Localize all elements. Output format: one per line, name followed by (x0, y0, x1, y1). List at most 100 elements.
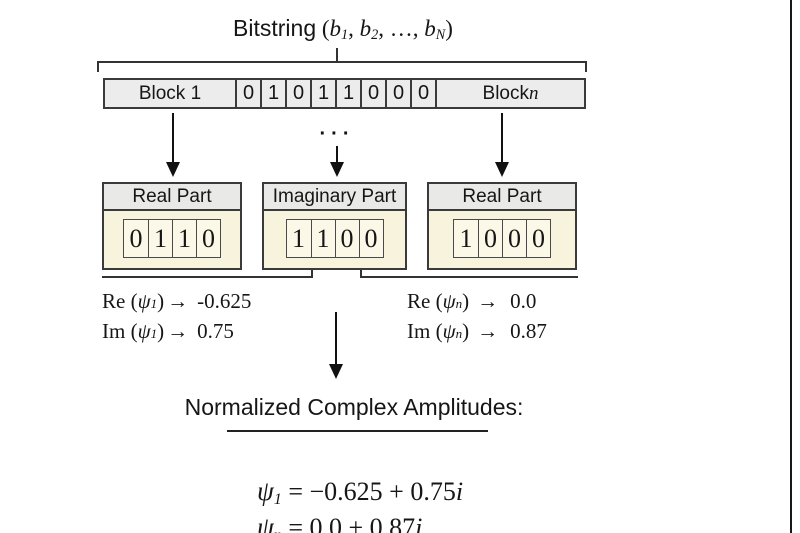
imaginary-part-box: Imaginary Part 1 1 0 0 (262, 182, 407, 270)
fn-label: Re (102, 288, 131, 313)
group-brace-psi1 (102, 270, 313, 278)
imaginary-part-header: Imaginary Part (264, 184, 405, 211)
psi-symbol: ψ (257, 512, 274, 533)
blockn-var: n (528, 82, 539, 104)
real-part-n-body: 1 0 0 0 (429, 211, 575, 266)
psi1-equation: ψ1 = −0.625 + 0.75i (231, 446, 463, 533)
bit-cell: 1 (148, 220, 172, 257)
title-close-paren: ) (445, 16, 453, 41)
real-part-n-header: Real Part (429, 184, 575, 211)
psi-subscript: 1 (150, 325, 158, 341)
down-arrow-bottom-head (329, 364, 343, 379)
bit-cell: 0 (478, 220, 502, 257)
close-paren: ) (157, 318, 165, 343)
bit-cell: 1 (335, 80, 360, 107)
title-b2-sub: 2 (371, 27, 379, 44)
down-arrow-left-head (166, 162, 180, 177)
real-part-box-n: Real Part 1 0 0 0 (427, 182, 577, 270)
block1-cell: Block 1 (138, 82, 202, 104)
bit-cell: 1 (260, 80, 285, 107)
arrow-glyph: → (477, 288, 499, 313)
down-arrow-right-line (501, 113, 503, 162)
imaginary-unit: i (415, 513, 423, 533)
psi-symbol: ψ (442, 288, 456, 313)
down-arrow-center-top-line (336, 146, 338, 162)
close-paren: ) (462, 288, 470, 313)
open-paren: ( (130, 318, 138, 343)
down-arrow-right-head (495, 162, 509, 177)
title-open-paren: ( (316, 16, 330, 41)
fn-label: Re (407, 288, 436, 313)
psi-subscript: 1 (150, 295, 158, 311)
blockn-cell: Block n (435, 80, 584, 107)
psi-symbol: ψ (442, 318, 456, 343)
title-connector-tick (336, 48, 338, 61)
bitstring-row: Block 1 0 1 0 1 1 0 0 0 Block n (103, 78, 586, 109)
psin-equation: ψn = 0.0 + 0.87i (231, 482, 422, 533)
open-paren: ( (130, 288, 138, 313)
bit-cell: 1 (310, 220, 335, 257)
bit-cell: 1 (310, 80, 335, 107)
bit-cell: 0 (502, 220, 526, 257)
title-b1-sub: 1 (341, 27, 349, 44)
bit-cell: 0 (285, 80, 310, 107)
real-part-1-body: 0 1 1 0 (104, 211, 240, 266)
open-paren: ( (435, 318, 443, 343)
title-bN-sub: N (435, 27, 446, 44)
im-psi1-value: 0.75 (197, 318, 234, 343)
psi-subscript: n (455, 295, 463, 311)
real-part-box-1: Real Part 0 1 1 0 (102, 182, 242, 270)
title-word: Bitstring (233, 15, 317, 41)
bit-cell: 1 (292, 223, 305, 253)
close-paren: ) (157, 288, 165, 313)
bit-cell: 0 (360, 80, 385, 107)
real-part-n-bits: 1 0 0 0 (453, 219, 551, 258)
bit-cell: 0 (410, 80, 435, 107)
fn-label: Im (102, 318, 131, 343)
bit-cell: 0 (334, 220, 359, 257)
blockn-label: Block (482, 82, 529, 104)
down-arrow-center-top-head (330, 162, 344, 177)
down-arrow-left-line (172, 113, 174, 162)
down-arrow-bottom-line (335, 312, 337, 364)
psi-subscript: n (274, 527, 282, 533)
frame-edge-line (790, 0, 792, 533)
bit-cell: 0 (385, 80, 410, 107)
title-bN: b (424, 16, 436, 41)
arrow-glyph: → (477, 318, 499, 343)
re-psin-value: 0.0 (510, 288, 537, 313)
re-psi1-value: -0.625 (197, 288, 252, 313)
psi-symbol: ψ (257, 476, 274, 506)
bit-cell: 0 (526, 220, 550, 257)
close-paren: ) (462, 318, 470, 343)
fn-label: Im (407, 318, 436, 343)
arrow-glyph: → (167, 288, 189, 313)
psi-subscript: n (455, 325, 463, 341)
psi1-value: = −0.625 + 0.75 (281, 477, 456, 506)
bit-cell: 1 (172, 220, 196, 257)
bit-cell: 0 (358, 220, 383, 257)
psin-value: = 0.0 + 0.87 (281, 513, 416, 533)
psi-subscript: 1 (273, 490, 282, 508)
real-part-1-header: Real Part (104, 184, 240, 211)
bit-cell: 0 (129, 223, 143, 253)
im-psin-value: 0.87 (510, 318, 547, 343)
imaginary-part-bits: 1 1 0 0 (285, 219, 384, 258)
imaginary-part-body: 1 1 0 0 (264, 211, 405, 266)
imaginary-unit: i (455, 477, 464, 506)
title-b1: b (329, 16, 342, 41)
bit-cell: 0 (235, 80, 260, 107)
psi-symbol: ψ (137, 318, 151, 343)
normalized-amplitudes-heading: Normalized Complex Amplitudes: (184, 394, 524, 420)
bit-cell: 0 (196, 220, 220, 257)
heading-underline (227, 430, 488, 432)
group-brace-psin (360, 270, 578, 278)
real-part-1-bits: 0 1 1 0 (123, 219, 221, 258)
